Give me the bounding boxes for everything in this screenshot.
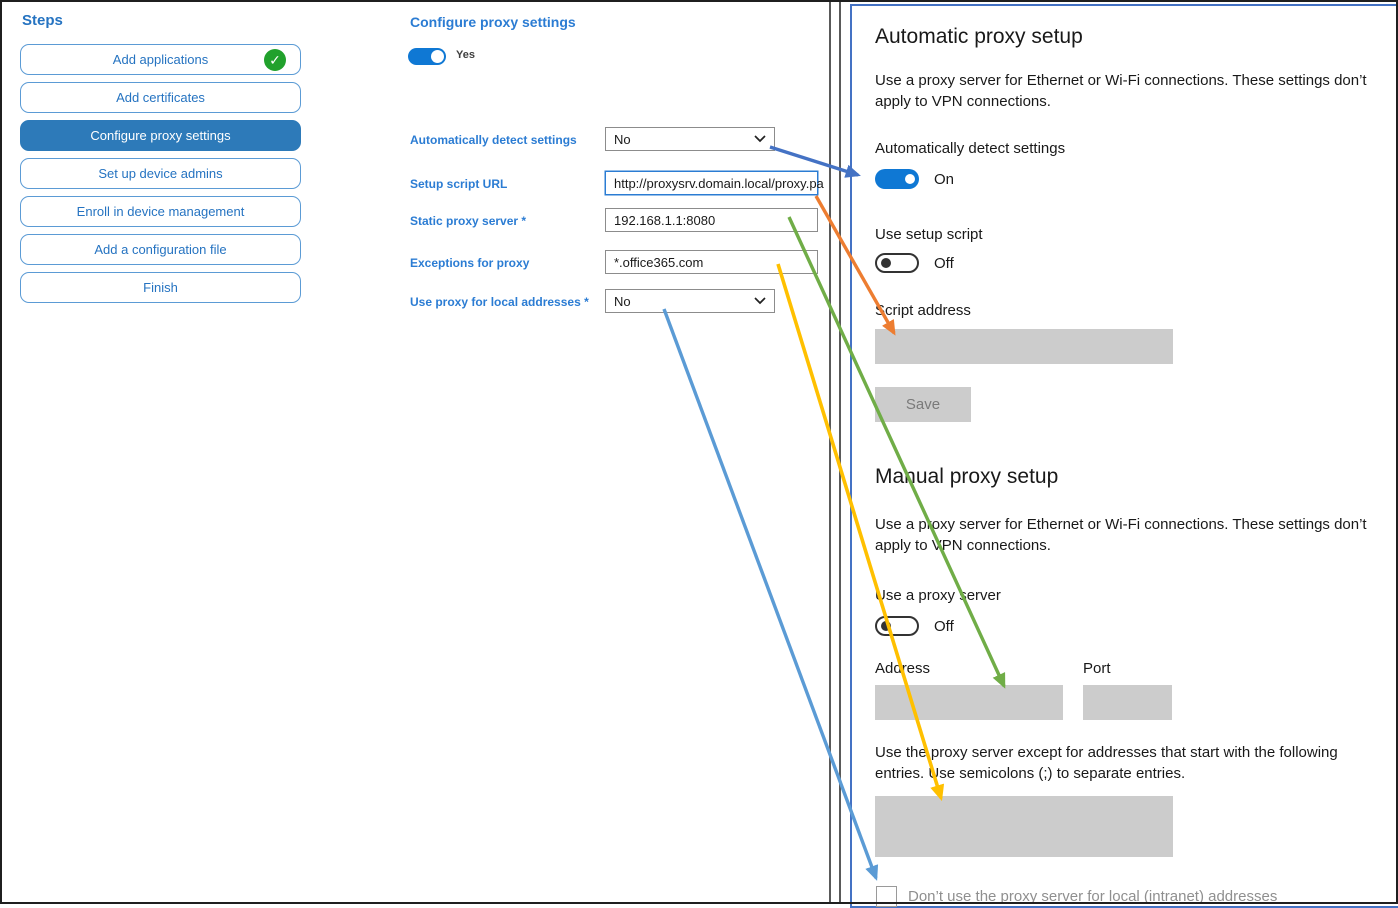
sidebar-item-configure-proxy-settings[interactable]: Configure proxy settings bbox=[20, 120, 301, 151]
manual-proxy-setup-heading: Manual proxy setup bbox=[875, 465, 1059, 488]
static-proxy-server-label: Static proxy server * bbox=[410, 214, 527, 228]
chevron-down-icon bbox=[754, 297, 766, 305]
script-address-label: Script address bbox=[875, 302, 971, 319]
exceptions-for-proxy-input[interactable]: *.office365.com bbox=[605, 250, 818, 274]
automatic-proxy-description: Use a proxy server for Ethernet or Wi-Fi… bbox=[875, 72, 1367, 110]
toggle-knob bbox=[881, 621, 891, 631]
sidebar-item-add-certificates[interactable]: Add certificates bbox=[20, 82, 301, 113]
configure-proxy-toggle-state: Yes bbox=[456, 49, 475, 61]
chevron-down-icon bbox=[754, 135, 766, 143]
port-label: Port bbox=[1083, 660, 1111, 677]
proxy-exceptions-input[interactable] bbox=[875, 796, 1173, 857]
auto-detect-toggle-state: On bbox=[934, 171, 955, 188]
toggle-knob bbox=[881, 258, 891, 268]
input-value: 192.168.1.1:8080 bbox=[614, 212, 716, 228]
selected-value: No bbox=[614, 293, 631, 309]
steps-title: Steps bbox=[22, 12, 63, 29]
configure-proxy-toggle[interactable] bbox=[408, 48, 446, 65]
sidebar-item-add-a-configuration-file[interactable]: Add a configuration file bbox=[20, 234, 301, 265]
port-input[interactable] bbox=[1083, 685, 1172, 720]
use-a-proxy-server-toggle-state: Off bbox=[934, 618, 954, 635]
manual-proxy-description: Use a proxy server for Ethernet or Wi-Fi… bbox=[875, 516, 1367, 554]
sidebar-item-finish[interactable]: Finish bbox=[20, 272, 301, 303]
sidebar-item-set-up-device-admins[interactable]: Set up device admins bbox=[20, 158, 301, 189]
use-proxy-local-select[interactable]: No bbox=[605, 289, 775, 313]
address-input[interactable] bbox=[875, 685, 1063, 720]
address-label: Address bbox=[875, 660, 931, 677]
exceptions-for-proxy-label: Exceptions for proxy bbox=[410, 256, 530, 270]
input-value: *.office365.com bbox=[614, 254, 704, 270]
sidebar-item-label: Set up device admins bbox=[98, 166, 223, 181]
static-proxy-server-input[interactable]: 192.168.1.1:8080 bbox=[605, 208, 818, 232]
input-value: http://proxysrv.domain.local/proxy.pa bbox=[614, 175, 824, 191]
sidebar-item-label: Add a configuration file bbox=[94, 242, 227, 257]
save-button[interactable]: Save bbox=[875, 387, 971, 422]
intranet-bypass-checkbox-label: Don’t use the proxy server for local (in… bbox=[908, 888, 1278, 905]
completed-check-icon: ✓ bbox=[264, 49, 286, 71]
toggle-knob bbox=[431, 50, 444, 63]
setup-script-url-input[interactable]: http://proxysrv.domain.local/proxy.pa bbox=[605, 171, 824, 195]
toggle-knob bbox=[905, 174, 915, 184]
pane-divider-line bbox=[839, 0, 841, 904]
sidebar-item-label: Finish bbox=[143, 280, 178, 295]
script-address-input[interactable] bbox=[875, 329, 1173, 364]
use-setup-script-toggle-state: Off bbox=[934, 255, 954, 272]
sidebar-item-enroll-in-device-management[interactable]: Enroll in device management bbox=[20, 196, 301, 227]
auto-detect-label: Automatically detect settings bbox=[410, 133, 577, 147]
automatic-proxy-setup-heading: Automatic proxy setup bbox=[875, 25, 1083, 48]
page-title: Configure proxy settings bbox=[410, 14, 576, 30]
sidebar-item-label: Add certificates bbox=[116, 90, 205, 105]
use-a-proxy-server-toggle[interactable] bbox=[875, 616, 919, 636]
auto-detect-settings-toggle[interactable] bbox=[875, 169, 919, 189]
selected-value: No bbox=[614, 131, 631, 147]
auto-detect-select[interactable]: No bbox=[605, 127, 775, 151]
sidebar-item-label: Configure proxy settings bbox=[90, 128, 231, 143]
use-setup-script-label: Use setup script bbox=[875, 226, 983, 243]
use-a-proxy-server-label: Use a proxy server bbox=[875, 587, 1001, 604]
use-proxy-local-label: Use proxy for local addresses * bbox=[410, 295, 589, 309]
setup-script-url-label: Setup script URL bbox=[410, 177, 508, 191]
sidebar-item-label: Enroll in device management bbox=[76, 204, 245, 219]
sidebar-item-add-applications[interactable]: Add applications ✓ bbox=[20, 44, 301, 75]
pane-divider-line bbox=[829, 0, 831, 904]
sidebar-item-label: Add applications bbox=[112, 52, 209, 67]
use-setup-script-toggle[interactable] bbox=[875, 253, 919, 273]
auto-detect-settings-label: Automatically detect settings bbox=[875, 140, 1066, 157]
arrow-intranet-checkbox bbox=[662, 308, 879, 881]
proxy-exceptions-description: Use the proxy server except for addresse… bbox=[875, 744, 1338, 782]
